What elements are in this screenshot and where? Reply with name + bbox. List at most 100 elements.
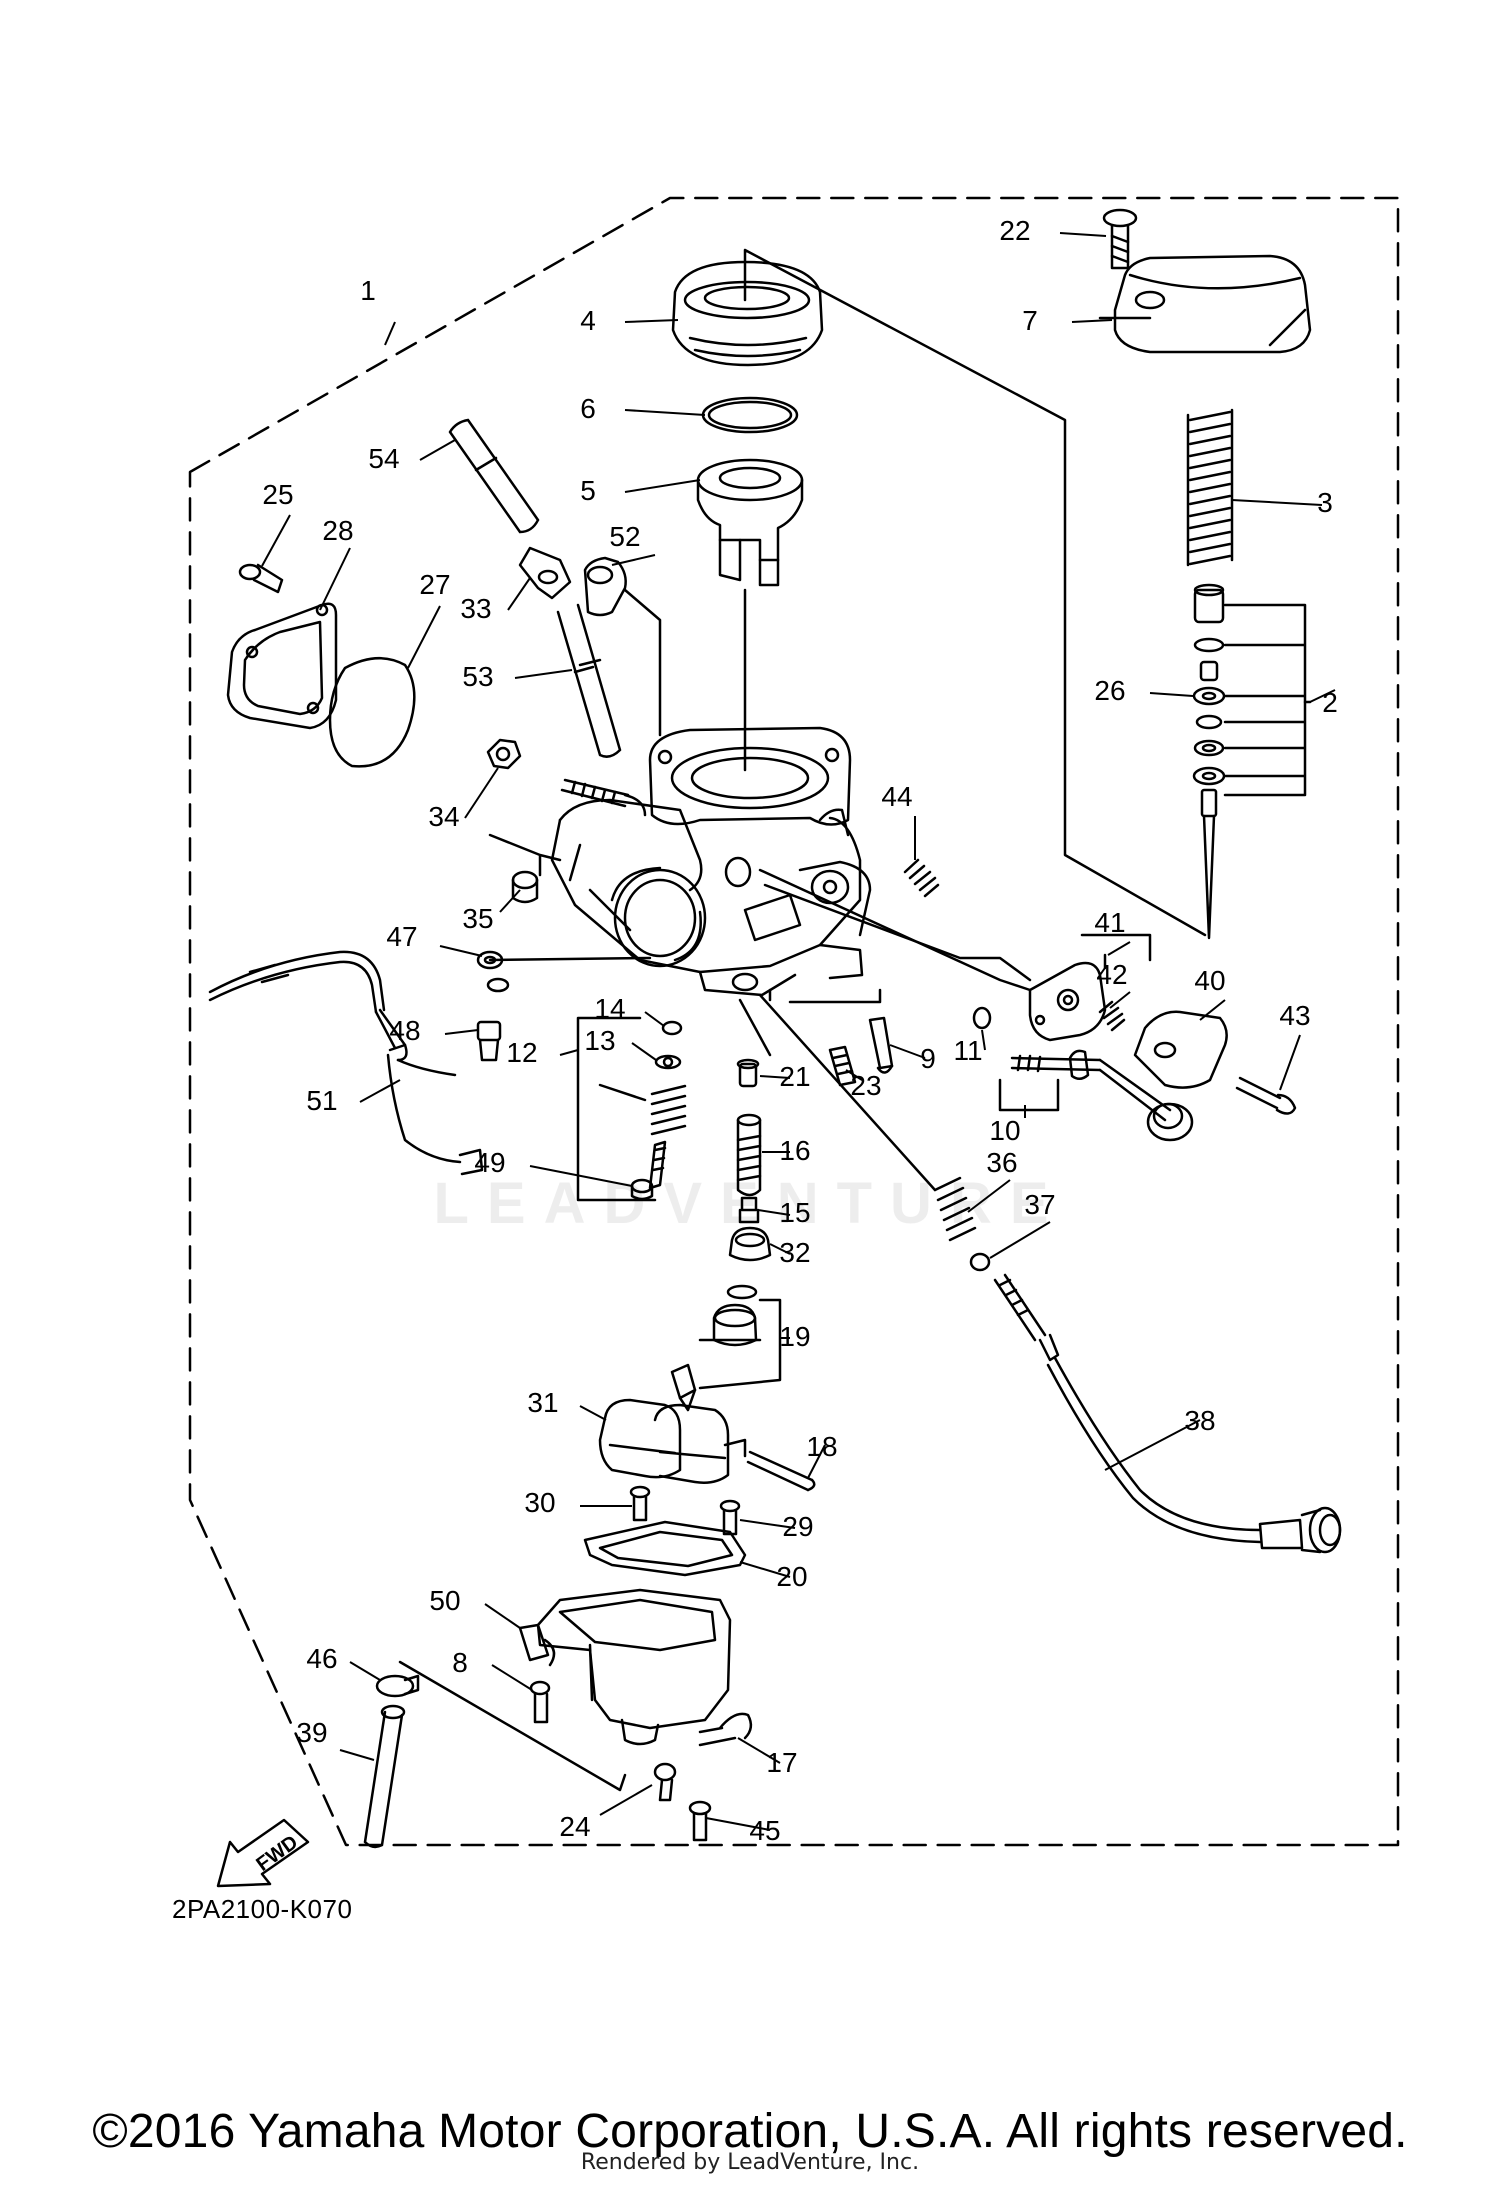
callout-17[interactable]: 17 <box>766 1747 797 1778</box>
cap-screw-part <box>1235 1076 1297 1115</box>
callout-20[interactable]: 20 <box>776 1561 807 1592</box>
leader-line-20 <box>739 1561 791 1578</box>
callout-10[interactable]: 10 <box>989 1115 1020 1146</box>
callout-32[interactable]: 32 <box>779 1237 810 1268</box>
callout-1[interactable]: 1 <box>360 275 376 306</box>
leader-line-18 <box>807 1444 826 1479</box>
callout-11[interactable]: 11 <box>953 1035 982 1066</box>
callout-46[interactable]: 46 <box>306 1643 337 1674</box>
callout-33[interactable]: 33 <box>460 593 491 624</box>
forward-arrow-icon: FWD <box>216 1818 310 1888</box>
callout-31[interactable]: 31 <box>527 1387 558 1418</box>
callout-42[interactable]: 42 <box>1096 959 1127 990</box>
leader-line-36 <box>967 1179 1011 1213</box>
callout-3[interactable]: 3 <box>1317 487 1333 518</box>
callout-22[interactable]: 22 <box>999 215 1030 246</box>
valve-o-ring-part <box>726 1284 758 1300</box>
leader-line-45 <box>705 1817 771 1831</box>
callout-15[interactable]: 15 <box>779 1197 810 1228</box>
callout-53[interactable]: 53 <box>462 661 493 692</box>
callout-9[interactable]: 9 <box>920 1043 936 1074</box>
callout-12[interactable]: 12 <box>506 1037 537 1068</box>
callout-27[interactable]: 27 <box>419 569 450 600</box>
callout-26[interactable]: 26 <box>1094 675 1125 706</box>
callout-23[interactable]: 23 <box>850 1070 881 1101</box>
callout-4[interactable]: 4 <box>580 305 596 336</box>
pilot-screw-part <box>648 1140 667 1190</box>
gasket-ring-part <box>328 656 416 768</box>
leader-line-42 <box>1109 991 1131 1009</box>
callout-37[interactable]: 37 <box>1024 1189 1055 1220</box>
callout-16[interactable]: 16 <box>779 1135 810 1166</box>
leader-line-35 <box>499 889 521 913</box>
pilot-spring-part <box>650 1084 687 1136</box>
washer-part <box>654 1054 682 1070</box>
screw-o-ring-part <box>661 1020 683 1036</box>
callout-34[interactable]: 34 <box>428 801 459 832</box>
callout-25[interactable]: 25 <box>262 479 293 510</box>
callout-49[interactable]: 49 <box>474 1147 505 1178</box>
leader-line-14 <box>644 1011 665 1027</box>
leader-line-46 <box>349 1661 381 1681</box>
callout-39[interactable]: 39 <box>296 1717 327 1748</box>
leader-line-52 <box>611 554 656 566</box>
callout-36[interactable]: 36 <box>986 1147 1017 1178</box>
callout-50[interactable]: 50 <box>429 1585 460 1616</box>
chamber-screw-part <box>529 1680 551 1724</box>
float-pin-part <box>746 1450 816 1492</box>
leader-line-43 <box>1279 1034 1301 1091</box>
leader-line-15 <box>757 1209 791 1216</box>
callout-51[interactable]: 51 <box>306 1085 337 1116</box>
callout-45[interactable]: 45 <box>749 1815 780 1846</box>
vent-tube-part <box>448 418 540 534</box>
hose-clip-part <box>698 1712 753 1747</box>
cover-screw-small-part <box>238 563 284 594</box>
callout-8[interactable]: 8 <box>452 1647 468 1678</box>
callout-41[interactable]: 41 <box>1094 907 1125 938</box>
hose-part <box>583 556 662 737</box>
cable-spring-part <box>933 1176 977 1242</box>
callout-43[interactable]: 43 <box>1279 1000 1310 1031</box>
jet-holder-part <box>728 1226 772 1262</box>
callout-54[interactable]: 54 <box>368 443 399 474</box>
leader-line-3 <box>1231 499 1323 506</box>
vent-hose-part <box>208 950 484 1176</box>
callout-13[interactable]: 13 <box>584 1025 615 1056</box>
callout-29[interactable]: 29 <box>782 1511 813 1542</box>
callout-40[interactable]: 40 <box>1194 965 1225 996</box>
callout-47[interactable]: 47 <box>386 921 417 952</box>
leader-line-26 <box>1149 692 1194 697</box>
cable-o-ring-part <box>969 1252 991 1272</box>
callout-21[interactable]: 21 <box>779 1061 810 1092</box>
callout-48[interactable]: 48 <box>389 1015 420 1046</box>
leader-line-9 <box>889 1044 926 1059</box>
leader-line-11 <box>981 1029 986 1051</box>
callout-24[interactable]: 24 <box>559 1811 590 1842</box>
chamber-bracket-part <box>518 1623 550 1662</box>
leader-line-4 <box>624 319 679 323</box>
callout-35[interactable]: 35 <box>462 903 493 934</box>
callout-19[interactable]: 19 <box>779 1321 810 1352</box>
callout-30[interactable]: 30 <box>524 1487 555 1518</box>
leader-line-13 <box>631 1042 657 1061</box>
callout-7[interactable]: 7 <box>1022 305 1038 336</box>
callout-5[interactable]: 5 <box>580 475 596 506</box>
callout-14[interactable]: 14 <box>594 993 625 1024</box>
callout-28[interactable]: 28 <box>322 515 353 546</box>
callout-38[interactable]: 38 <box>1184 1405 1215 1436</box>
callout-6[interactable]: 6 <box>580 393 596 424</box>
callout-2[interactable]: 2 <box>1322 687 1338 718</box>
leader-line-5 <box>624 479 701 493</box>
callout-52[interactable]: 52 <box>609 521 640 552</box>
callout-44[interactable]: 44 <box>881 781 912 812</box>
rendered-by-credit: Rendered by LeadVenture, Inc. <box>580 2150 920 2175</box>
callout-18[interactable]: 18 <box>806 1431 837 1462</box>
leader-line-37 <box>989 1221 1051 1259</box>
jet-needle-set <box>1192 583 1226 940</box>
leader-line-6 <box>624 409 706 416</box>
hose-clamp-part <box>375 1674 420 1698</box>
leader-line-17 <box>737 1737 781 1764</box>
leader-line-39 <box>339 1749 375 1761</box>
leader-line-34 <box>464 767 499 819</box>
valve-fitting-part <box>476 977 510 1062</box>
